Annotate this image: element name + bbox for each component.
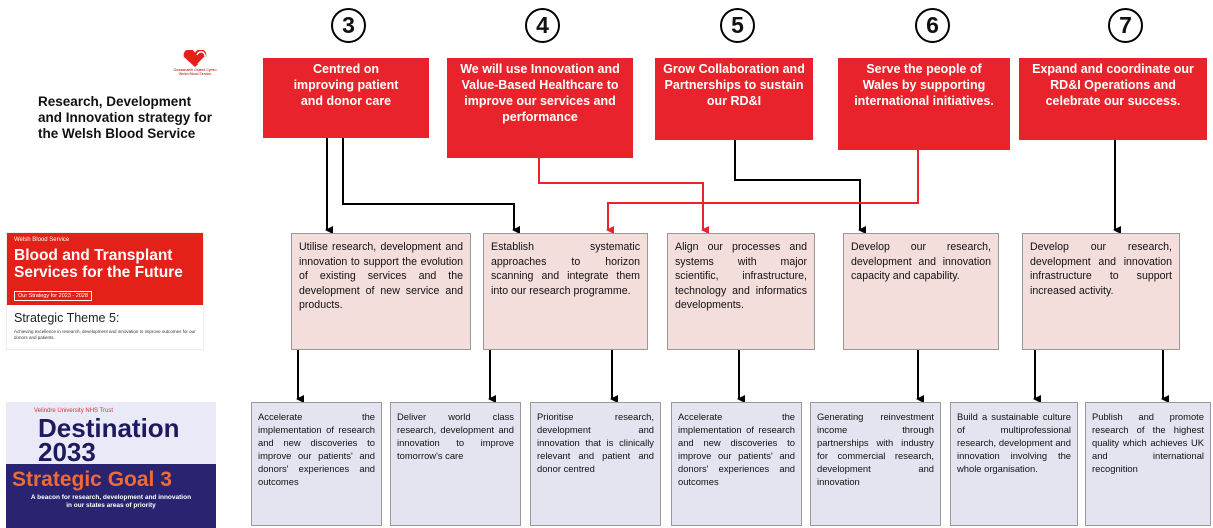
middle-box-4: Develop our research, development and in… xyxy=(843,233,999,350)
strategic-theme: Strategic Theme 5: xyxy=(14,311,120,325)
cover-red-band xyxy=(7,233,203,305)
goal-desc-line2: in our states areas of priority xyxy=(66,502,156,509)
bottom-box-1: Accelerate the implementation of researc… xyxy=(251,402,382,526)
arrow-3-to-mid2 xyxy=(342,138,520,234)
dest-org: Velindre University NHS Trust xyxy=(34,408,114,414)
strategy-title: Research, Development and Innovation str… xyxy=(38,94,213,141)
goal-desc-line1: A beacon for research, development and i… xyxy=(30,494,192,501)
cover-heading: Blood and Transplant Services for the Fu… xyxy=(14,247,183,281)
heart-icon xyxy=(183,50,207,67)
arrow-6-to-mid2 xyxy=(606,150,919,234)
objective-box-4: We will use Innovation and Value-Based H… xyxy=(447,58,633,158)
bottom-box-5: Generating reinvestment income through p… xyxy=(810,402,941,526)
bottom-box-2: Deliver world class research, developmen… xyxy=(390,402,521,526)
strategic-goal: Strategic Goal 3 xyxy=(12,468,172,491)
objective-box-3: Centred on improving patient and donor c… xyxy=(263,58,429,138)
arrow-5-to-mid4 xyxy=(734,140,866,234)
bottom-box-7: Publish and promote research of the high… xyxy=(1085,402,1211,526)
logo-text: Gwasanaeth Gwaed Cymru Welsh Blood Servi… xyxy=(173,68,217,76)
cover-org: Welsh Blood Service xyxy=(14,237,70,243)
middle-box-2: Establish systematic approaches to horiz… xyxy=(483,233,648,350)
cover-badge: Our Strategy for 2023 - 2028 xyxy=(14,291,93,301)
bottom-box-3: Prioritise research, development and inn… xyxy=(530,402,661,526)
dest-heading: Destination 2033 xyxy=(38,413,180,467)
middle-box-3: Align our processes and systems with maj… xyxy=(667,233,815,350)
objective-box-6: Serve the people of Wales by supporting … xyxy=(838,58,1010,150)
middle-box-5: Develop our research, development and in… xyxy=(1022,233,1180,350)
objective-box-7: Expand and coordinate our RD&I Operation… xyxy=(1019,58,1207,140)
arrow-4-to-mid3 xyxy=(538,158,709,234)
strategic-theme-desc: Achieving excellence in research, develo… xyxy=(14,329,196,340)
middle-box-1: Utilise research, development and innova… xyxy=(291,233,471,350)
objective-number-5: 5 xyxy=(720,8,755,43)
dest-navy-band xyxy=(6,464,216,528)
bottom-box-4: Accelerate the implementation of researc… xyxy=(671,402,802,526)
dest-heading-line1: Destination xyxy=(38,413,180,443)
objective-number-3: 3 xyxy=(331,8,366,43)
destination-2033-cover: Velindre University NHS Trust Destinatio… xyxy=(6,402,216,528)
bottom-box-6: Build a sustainable culture of multiprof… xyxy=(950,402,1078,526)
objective-box-5: Grow Collaboration and Partnerships to s… xyxy=(655,58,813,140)
objective-number-6: 6 xyxy=(915,8,950,43)
wbs-strategy-cover: Welsh Blood Service Blood and Transplant… xyxy=(6,232,204,350)
dest-heading-line2: 2033 xyxy=(38,437,96,467)
objective-number-7: 7 xyxy=(1108,8,1143,43)
objective-number-4: 4 xyxy=(525,8,560,43)
welsh-blood-service-logo: Gwasanaeth Gwaed Cymru Welsh Blood Servi… xyxy=(172,50,218,76)
strategic-goal-desc: A beacon for research, development and i… xyxy=(6,494,216,510)
